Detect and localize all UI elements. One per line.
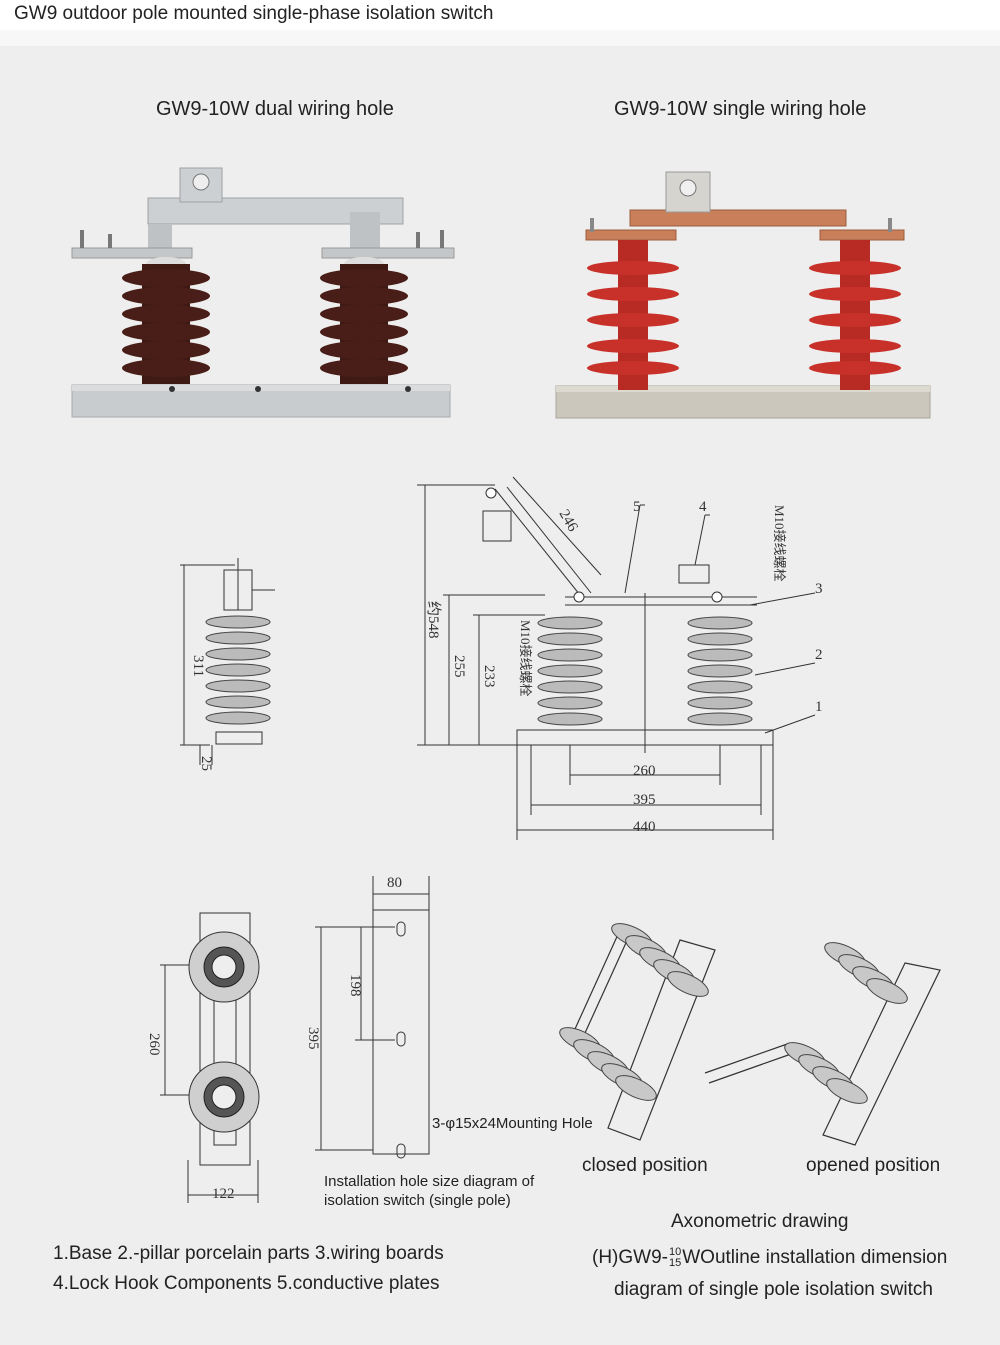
composite-insulator-right (809, 240, 901, 390)
composite-insulator-left (587, 240, 679, 390)
porcelain-switch-photo (71, 167, 455, 418)
outline-subscript: 15 (668, 1257, 682, 1269)
bolt-label-right: M10接线螺栓 (772, 505, 787, 582)
porcelain-insulator-left (122, 257, 210, 384)
page-title: GW9 outdoor pole mounted single-phase is… (14, 3, 494, 24)
plate-width-label: 80 (387, 875, 402, 891)
side-height-label: 311 (190, 655, 206, 677)
top-view-drawing: 260 122 (146, 912, 260, 1203)
header-bar: GW9 outdoor pole mounted single-phase is… (0, 0, 1000, 30)
closed-position-label: closed position (582, 1155, 708, 1176)
legend-line-2: 4.Lock Hook Components 5.conductive plat… (53, 1273, 440, 1294)
header-separator (0, 30, 1000, 46)
hole-spacing-label: 198 (347, 974, 363, 997)
opened-position-label: opened position (806, 1155, 941, 1176)
top-insulator-lower (188, 1061, 260, 1133)
axonometric-opened-drawing (704, 942, 941, 1146)
total-height-label: 约548 (425, 601, 442, 639)
mounting-hole-label: 3-φ15x24Mounting Hole (432, 1115, 593, 1132)
callout-1: 1 (815, 699, 823, 715)
plate-length-label: 395 (305, 1027, 321, 1050)
outline-caption-line1: (H)GW9- 10 15 WOutline installation dime… (592, 1247, 947, 1269)
span-395-label: 395 (633, 792, 656, 808)
axonometric-closed-drawing (559, 923, 716, 1141)
height-233-label: 233 (481, 665, 497, 688)
span-440-label: 440 (633, 819, 656, 835)
base-plate-drawing: 80 198 395 (305, 875, 430, 1159)
legend-line-1: 1.Base 2.-pillar porcelain parts 3.wirin… (53, 1243, 444, 1264)
callout-5: 5 (633, 499, 641, 515)
top-insulator-upper (188, 931, 260, 1003)
outline-suffix: WOutline installation dimension (682, 1247, 948, 1269)
top-height-label: 260 (146, 1033, 162, 1056)
height-255-label: 255 (451, 655, 467, 678)
composite-switch-photo (555, 171, 931, 419)
outline-caption-line2: diagram of single pole isolation switch (614, 1279, 933, 1300)
bolt-label-left: M10接线螺栓 (518, 620, 533, 697)
arm-length-label: 246 (556, 507, 581, 535)
side-view-drawing: 311 25 (180, 558, 275, 771)
side-base-label: 25 (198, 756, 214, 771)
callout-2: 2 (815, 647, 823, 663)
outline-superscript: 10 (668, 1246, 682, 1258)
callout-4: 4 (699, 499, 707, 515)
axonometric-title: Axonometric drawing (671, 1211, 849, 1232)
front-view-drawing: 246 约548 255 233 260 395 440 M10接线螺栓 M10… (417, 476, 823, 840)
callout-3: 3 (815, 581, 823, 597)
left-photo-caption: GW9-10W dual wiring hole (156, 98, 394, 120)
outline-prefix: (H)GW9- (592, 1247, 668, 1269)
span-260-label: 260 (633, 763, 656, 779)
plate-caption-line1: Installation hole size diagram of (324, 1173, 535, 1190)
top-width-label: 122 (212, 1186, 235, 1202)
right-photo-caption: GW9-10W single wiring hole (614, 98, 867, 120)
plate-caption-line2: isolation switch (single pole) (324, 1192, 511, 1209)
porcelain-insulator-right (320, 257, 408, 384)
